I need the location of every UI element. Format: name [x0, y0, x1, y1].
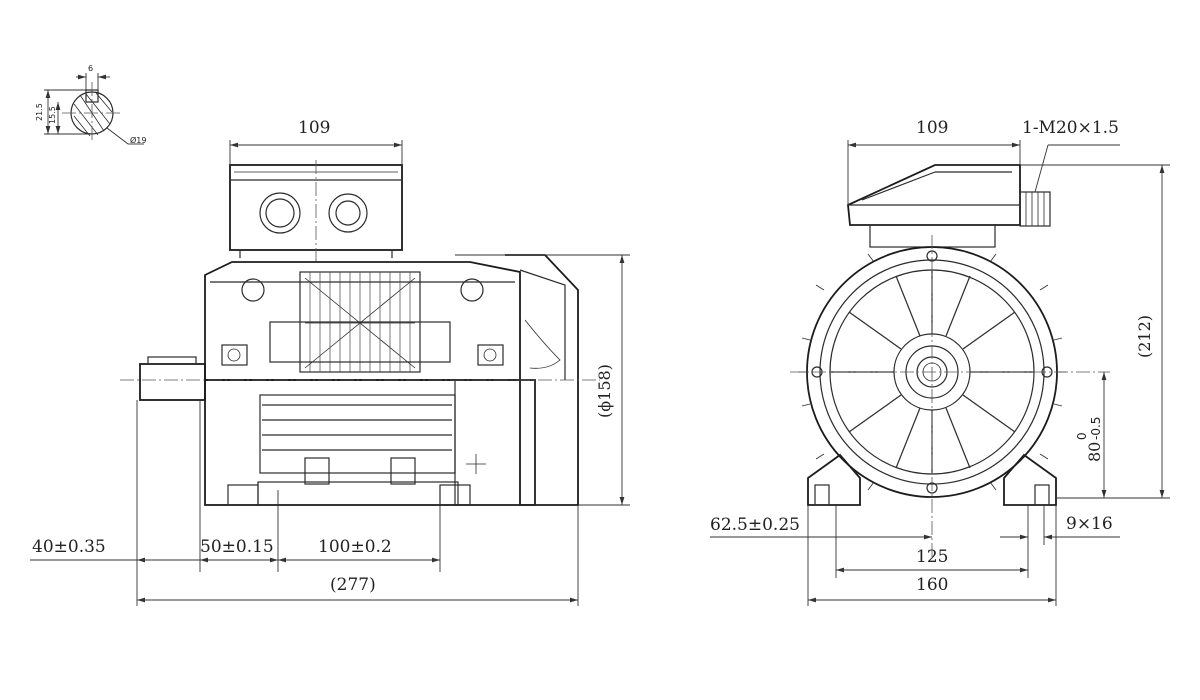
shaft-overall-height-label: 21.5: [35, 103, 44, 121]
end-shaft-height-lower-tol: -0.5: [1089, 417, 1103, 440]
side-height-diameter-label: (ϕ158): [595, 364, 614, 418]
end-foot-offset-label: 62.5±0.25: [710, 515, 800, 535]
shaft-key-width-label: 6: [88, 64, 93, 73]
end-cable-gland-label: 1-M20×1.5: [1022, 118, 1119, 138]
side-shaft-shoulder-label: 50±0.15: [200, 537, 274, 557]
shaft-diameter-label: Ø19: [130, 135, 146, 145]
end-shaft-height-upper-tol: 0: [1075, 432, 1089, 440]
shaft-key-depth-label: 15.5: [48, 106, 57, 124]
end-overall-height-label: (212): [1135, 315, 1154, 358]
side-foot-hole-spacing-label: 100±0.2: [318, 537, 392, 557]
motor-end-view: 1-M20×1.5: [710, 118, 1170, 606]
end-terminal-box-width-label: 109: [916, 118, 948, 138]
side-shaft-extension-label: 40±0.35: [32, 537, 106, 557]
side-terminal-box-width-label: 109: [298, 118, 330, 138]
motor-side-view: 109 (ϕ158) 40±0.35 50±0.15 100±0.2 (277): [30, 118, 630, 606]
side-overall-length-label: (277): [330, 575, 376, 595]
shaft-section-detail: 6 21.5 15.5 Ø19: [35, 64, 146, 145]
end-shaft-height-label: 80 0 -0.5: [1075, 417, 1104, 462]
end-foot-hole-size-label: 9×16: [1066, 514, 1113, 534]
end-foot-width-label: 160: [916, 575, 948, 595]
end-shaft-height-nominal: 80: [1085, 442, 1104, 462]
end-foot-hole-spacing-label: 125: [916, 547, 948, 567]
